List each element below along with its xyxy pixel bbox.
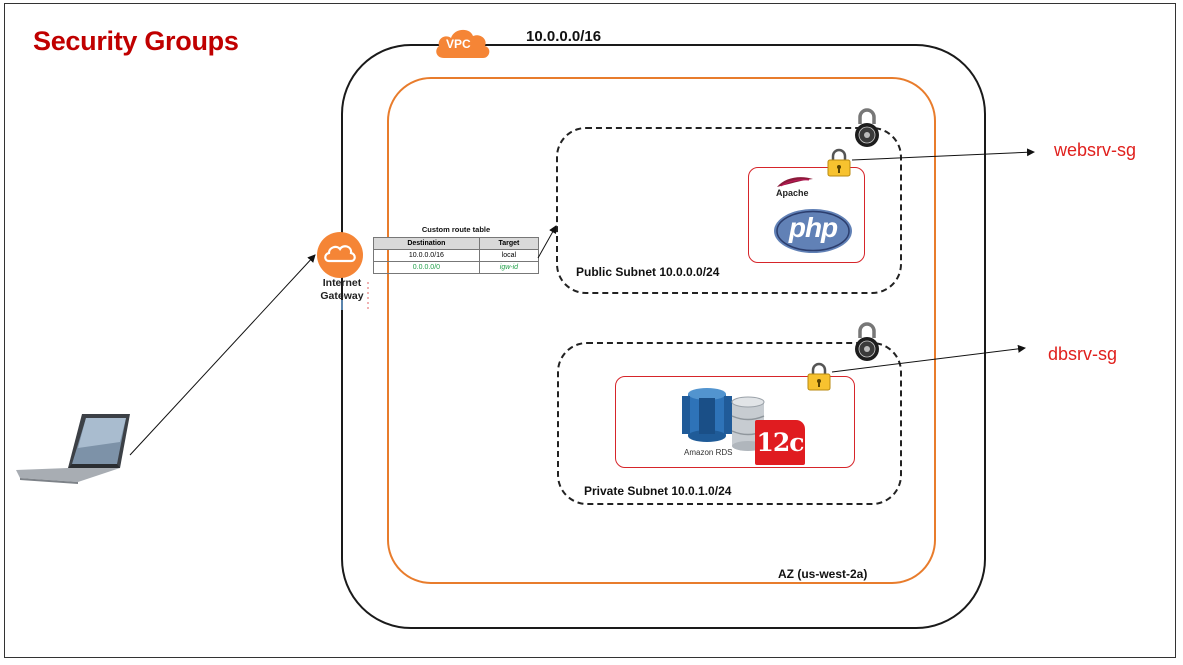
amazon-rds-label: Amazon RDS [684, 448, 733, 457]
private-subnet-label: Private Subnet 10.0.1.0/24 [584, 484, 732, 498]
vpc-cidr: 10.0.0.0/16 [526, 28, 602, 45]
route-table-header-destination: Destination [373, 237, 480, 250]
slide-frame [4, 3, 1176, 658]
route-target: igw-id [478, 261, 540, 274]
private-subnet [557, 342, 902, 505]
vpc-badge-label: VPC [446, 37, 471, 51]
combination-lock-icon [855, 108, 879, 147]
oracle-12c-icon: 12c [755, 420, 805, 465]
padlock-icon [827, 148, 851, 177]
route-table-row: 0.0.0.0/0 igw-id [373, 261, 540, 274]
vpc-cloud-icon [436, 29, 490, 58]
laptop-icon [16, 414, 130, 484]
internet-gateway-label: Internet Gateway [314, 277, 370, 303]
availability-zone-boundary [387, 77, 936, 584]
vpc-boundary [341, 44, 986, 629]
internet-gateway-label-line2: Gateway [320, 290, 364, 302]
amazon-rds-icon [682, 388, 732, 442]
az-label: AZ (us-west-2a) [778, 567, 868, 581]
php-logo-text: php [788, 212, 838, 243]
route-table-title: Custom route table [421, 225, 491, 234]
internet-gateway-label-line1: Internet [322, 277, 362, 289]
php-logo-icon [774, 209, 852, 253]
public-subnet [556, 127, 902, 294]
dbsrv-sg-label: dbsrv-sg [1048, 344, 1118, 364]
websrv-sg-label: websrv-sg [1054, 140, 1137, 160]
apache-feather-icon [777, 177, 813, 187]
combination-lock-icon [855, 322, 879, 361]
internet-gateway-icon [317, 232, 363, 278]
padlock-icon [807, 362, 831, 391]
apache-label: Apache [776, 188, 809, 198]
route-table: Destination Target 10.0.0.0/16 local 0.0… [373, 237, 540, 274]
page-title: Security Groups [33, 26, 239, 56]
route-table-row: 10.0.0.0/16 local [373, 249, 540, 262]
public-subnet-label: Public Subnet 10.0.0.0/24 [576, 265, 720, 279]
